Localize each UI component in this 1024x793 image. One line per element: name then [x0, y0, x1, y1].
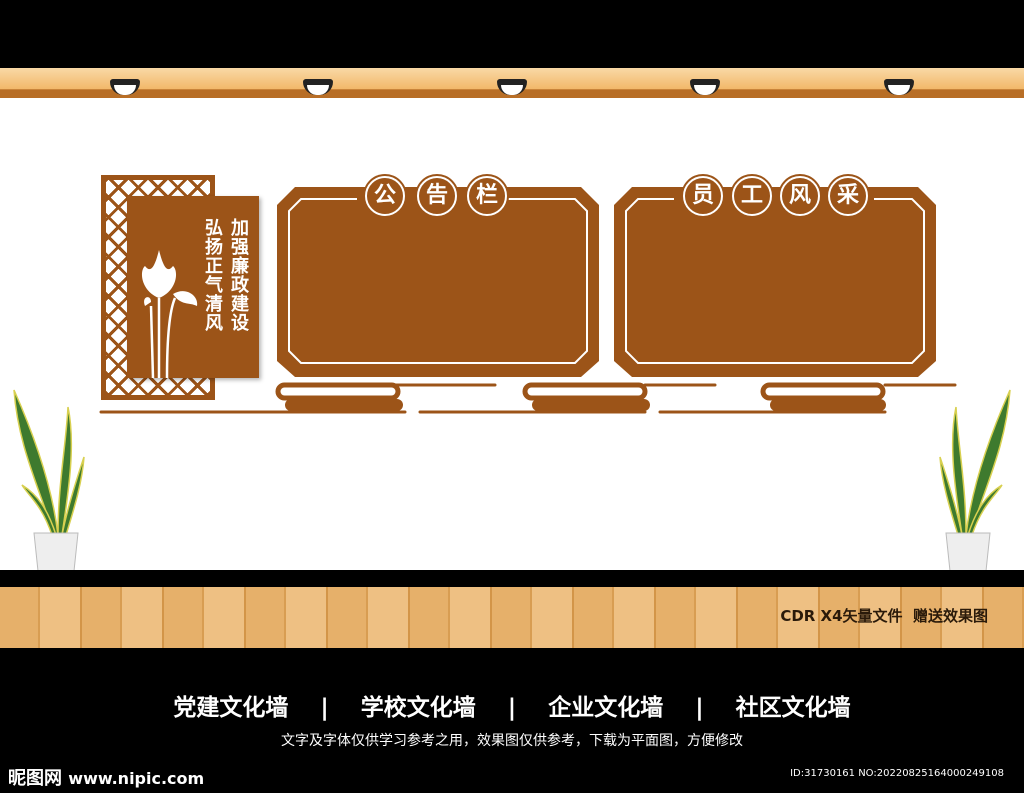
ceiling-light [497, 79, 527, 95]
ceiling-light [884, 79, 914, 95]
ceiling-light [690, 79, 720, 95]
board-title-char: 员 [683, 176, 723, 216]
floor-caption: CDR X4矢量文件 赠送效果图 [780, 607, 988, 625]
slogan-panel: 加强廉政建设 弘扬正气清风 [127, 196, 259, 378]
lotus-icon [141, 250, 198, 378]
board-title-char: 栏 [467, 176, 507, 216]
cloud-swoosh-decoration [99, 382, 957, 414]
baseboard [0, 570, 1024, 587]
potted-plant-right [939, 389, 1011, 591]
board-title-char: 告 [417, 176, 457, 216]
potted-plant-left [13, 389, 85, 591]
footer [0, 648, 1024, 793]
image-id: ID:31730161 NO:20220825164000249108 [790, 768, 1004, 779]
board-title-char: 采 [828, 176, 868, 216]
top-black-band [0, 0, 1024, 68]
board-title-char: 工 [732, 176, 772, 216]
ceiling-light [303, 79, 333, 95]
wood-floor [0, 587, 1024, 648]
logo-text: 昵图网 [8, 768, 62, 789]
site-url: www.nipic.com [68, 769, 205, 788]
footer-subtitle: 文字及字体仅供学习参考之用，效果图仅供参考，下载为平面图，方便修改 [281, 733, 743, 749]
footer-title: 党建文化墙 | 学校文化墙 | 企业文化墙 | 社区文化墙 [173, 695, 851, 721]
site-logo: 昵图网 www.nipic.com [8, 764, 204, 790]
slogan-line-1: 加强廉政建设 [228, 218, 249, 332]
slogan-line-2: 弘扬正气清风 [202, 218, 223, 332]
board-title-char: 风 [780, 176, 820, 216]
ceiling-light [110, 79, 140, 95]
staff-board [614, 187, 936, 377]
board-title-char: 公 [365, 176, 405, 216]
